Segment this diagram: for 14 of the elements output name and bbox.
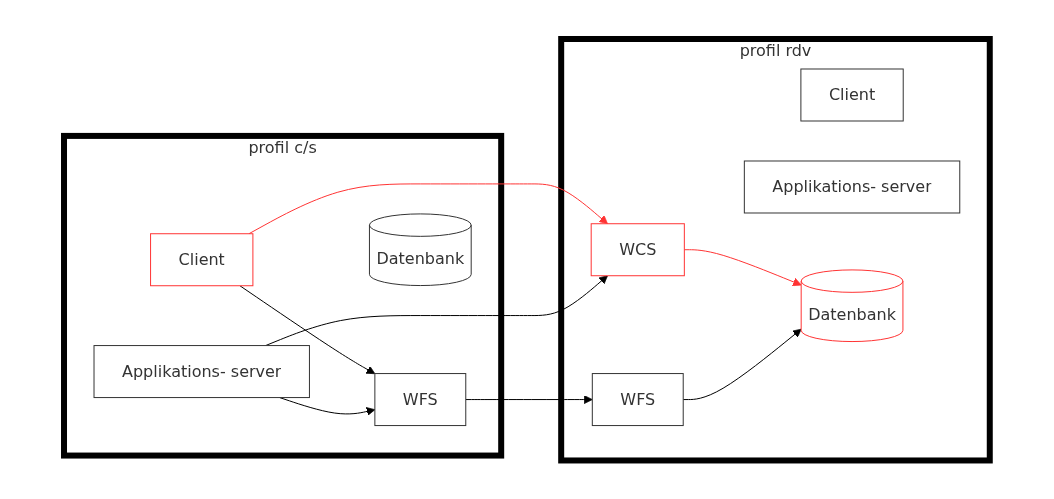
- node-box: WFS: [591, 372, 684, 426]
- node-box: Applikations- server: [743, 160, 961, 214]
- node-box: Applikations- server: [93, 344, 311, 398]
- arrow: [279, 396, 376, 416]
- arrow: [265, 275, 609, 346]
- node-box: WCS: [590, 223, 685, 276]
- node-box: Client: [150, 233, 254, 286]
- arrow: [682, 328, 802, 400]
- node-box: Client: [800, 68, 904, 122]
- arrow: [248, 183, 609, 234]
- arrow: [239, 285, 376, 374]
- arrow: [465, 394, 593, 404]
- node-box: WFS: [374, 372, 467, 426]
- arrow: [683, 249, 802, 286]
